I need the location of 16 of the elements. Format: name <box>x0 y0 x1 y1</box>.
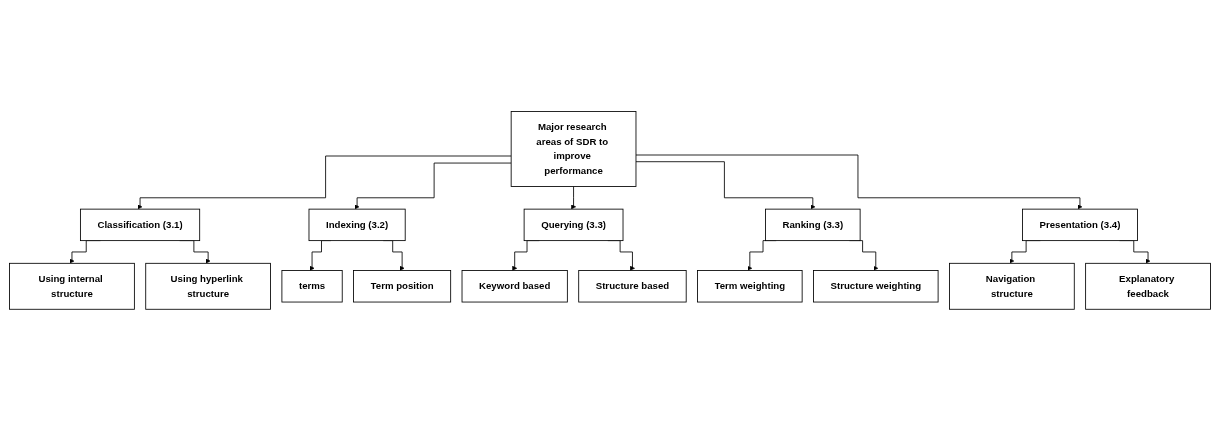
node-box: Using hyperlink structure <box>145 263 271 310</box>
node-box: Major research areas of SDR to improve performance <box>510 111 637 187</box>
node-box: Using internal structure <box>9 263 135 310</box>
node-box: Term position <box>353 270 452 303</box>
node-box: Structure weighting <box>813 270 939 303</box>
node-box: Structure based <box>578 270 687 303</box>
node-box: Ranking (3.3) <box>765 208 861 242</box>
node-box: Indexing (3.2) <box>308 208 406 242</box>
node-box: Navigation structure <box>949 263 1075 310</box>
node-box: Classification (3.1) <box>80 208 201 242</box>
node-box: Querying (3.3) <box>523 208 624 242</box>
node-box: terms <box>281 270 343 303</box>
node-box: Explanatory feedback <box>1085 263 1211 310</box>
node-box: Presentation (3.4) <box>1022 208 1138 242</box>
node-box: Keyword based <box>461 270 568 303</box>
node-box: Term weighting <box>697 270 803 303</box>
